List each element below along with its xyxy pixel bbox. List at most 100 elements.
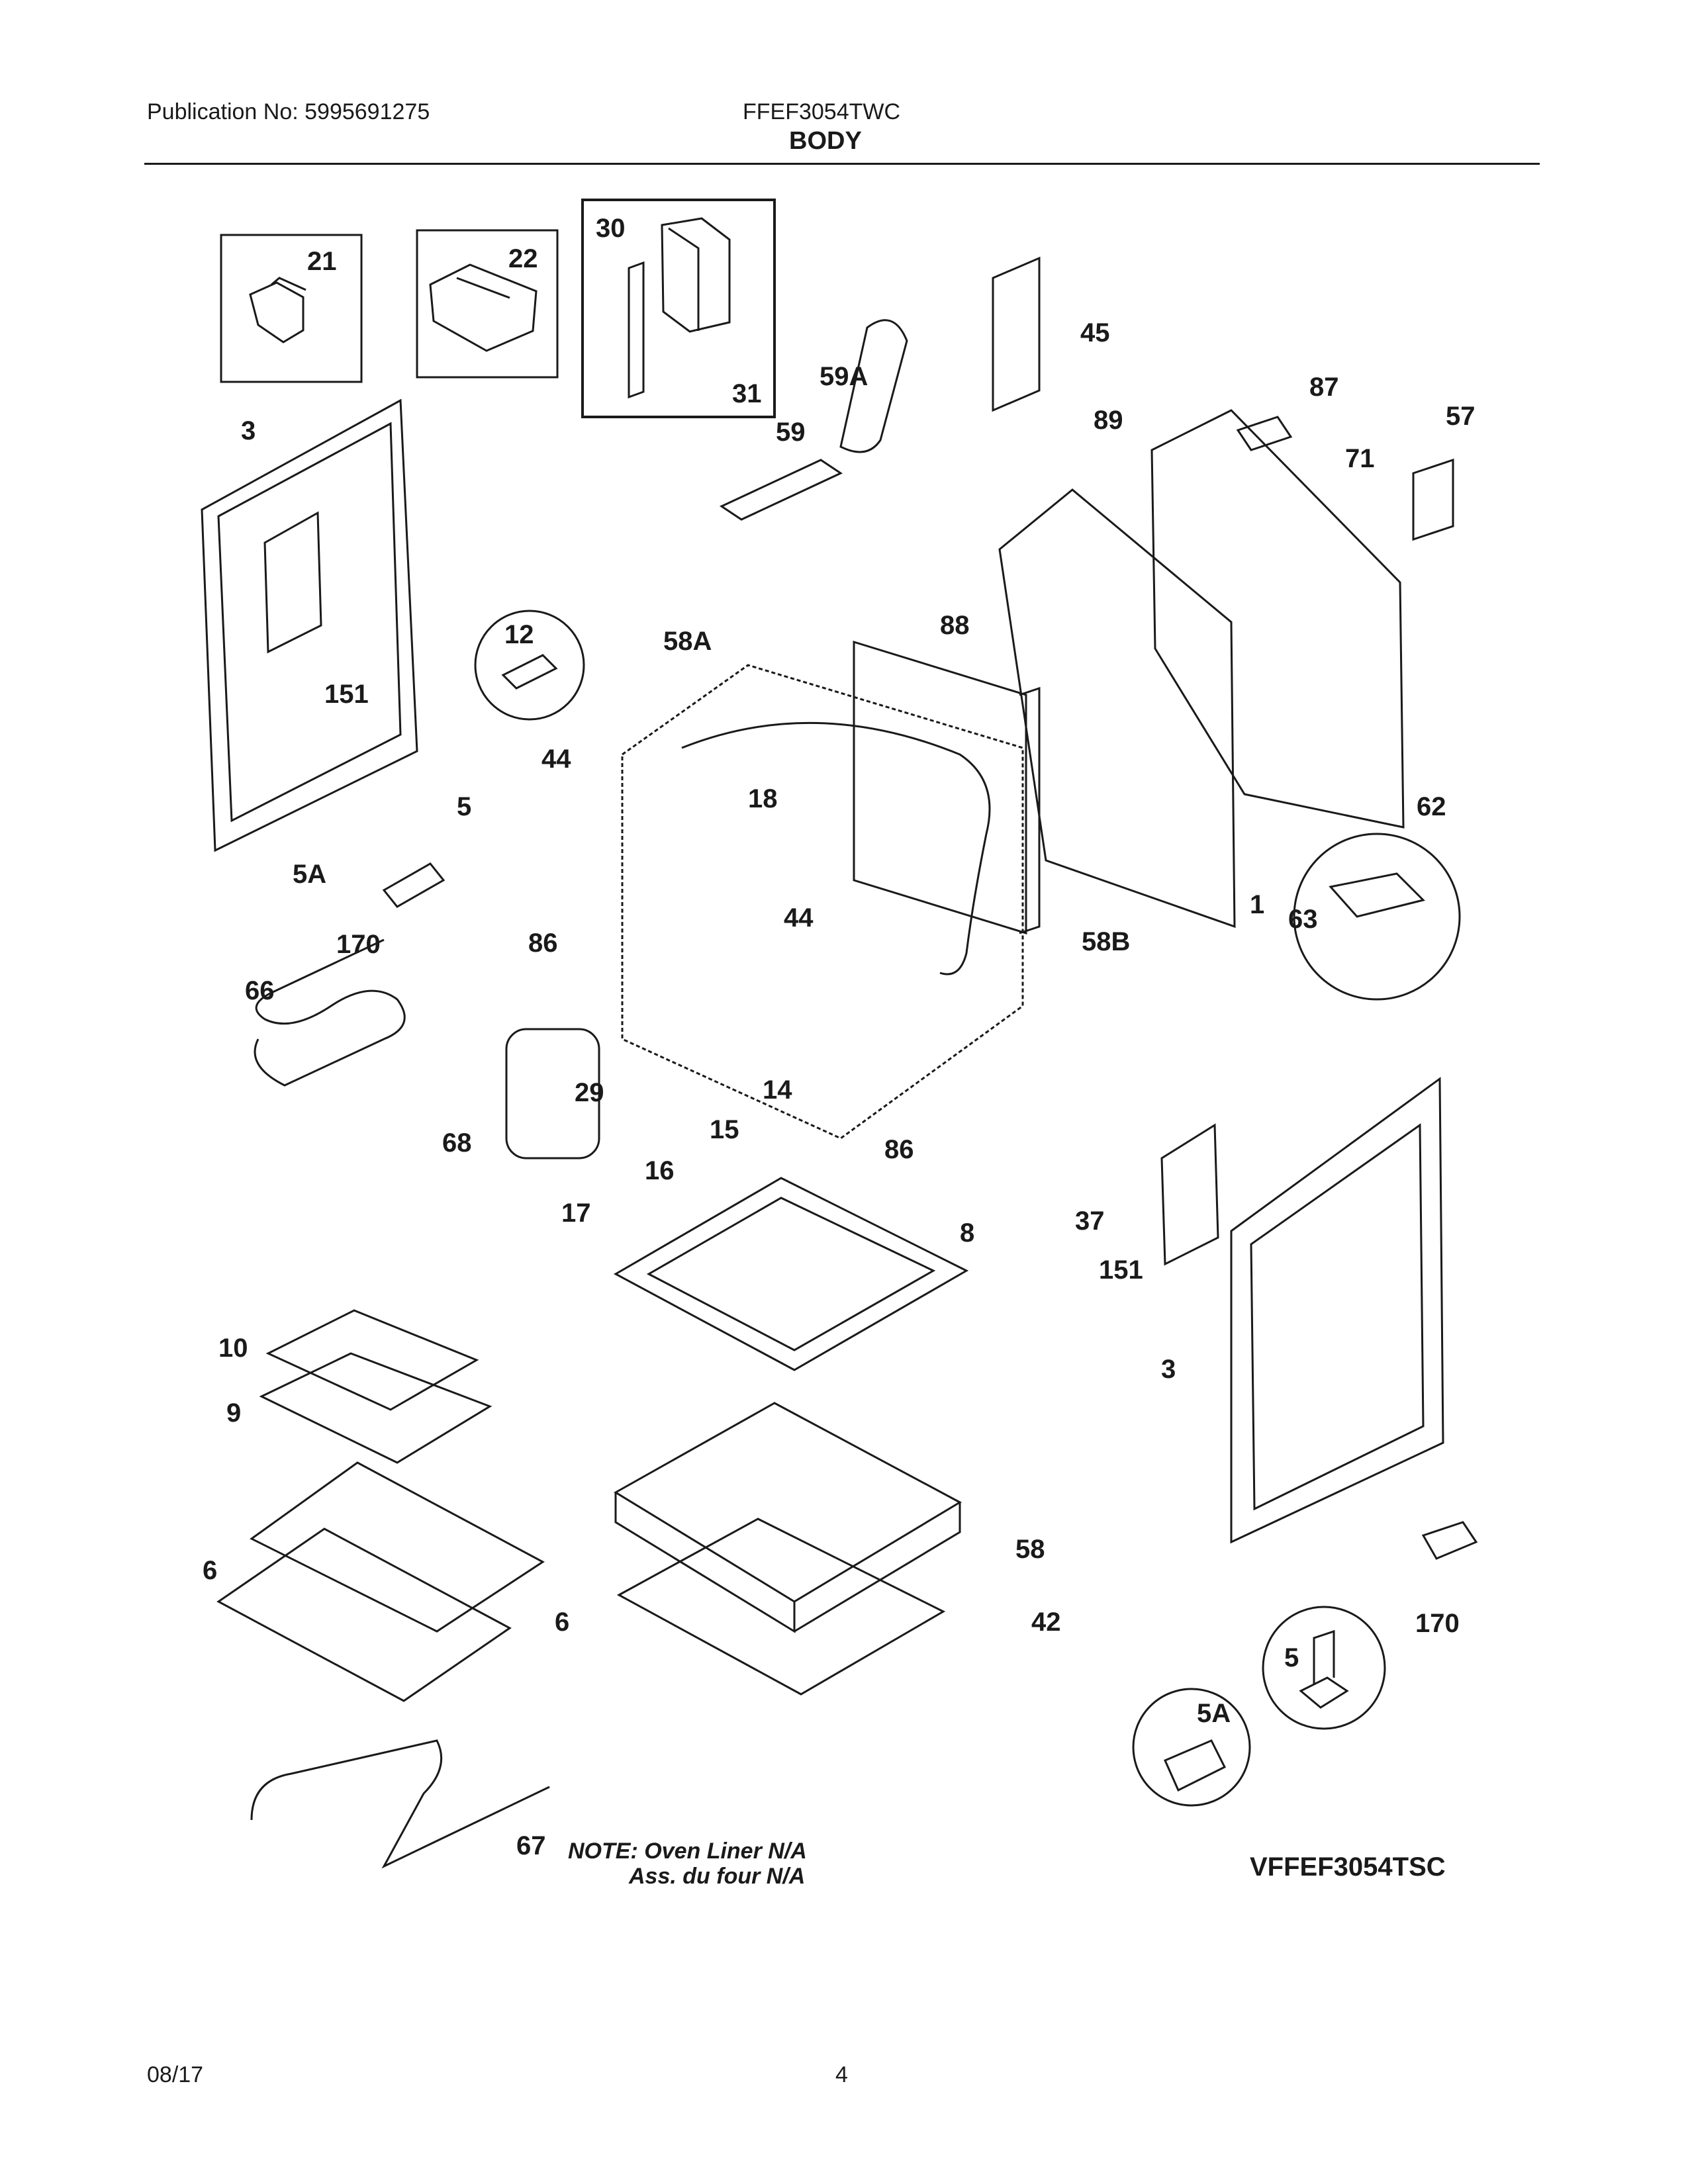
oven-rack-lower: [216, 1527, 512, 1702]
duct-59A: [839, 319, 908, 453]
callout-170-upper: 170: [336, 930, 381, 959]
callout-37: 37: [1075, 1206, 1105, 1236]
callout-58B: 58B: [1082, 927, 1130, 956]
insulation-58: [614, 1402, 962, 1633]
callout-30: 30: [596, 214, 626, 243]
section-title: BODY: [789, 127, 862, 155]
duct-59: [719, 459, 843, 521]
callout-151-left: 151: [324, 680, 369, 709]
callout-21: 21: [307, 247, 337, 276]
header-rule: [144, 163, 1540, 165]
inset-box-30: [581, 199, 776, 418]
callout-44-lower: 44: [784, 903, 814, 933]
callout-6-left: 6: [203, 1556, 217, 1585]
callout-5-lower: 5: [1284, 1643, 1299, 1672]
callout-88: 88: [940, 611, 970, 640]
variant-model-label: VFFEF3054TSC: [1250, 1852, 1446, 1882]
side-bracket-151-right: [1160, 1123, 1219, 1266]
part-22: [429, 263, 538, 352]
callout-45: 45: [1080, 318, 1110, 347]
page-number: 4: [835, 2062, 848, 2087]
part-30: [661, 217, 731, 333]
callout-31: 31: [732, 379, 762, 408]
oven-rack-upper: [250, 1461, 545, 1633]
model-number: FFEF3054TWC: [743, 99, 901, 124]
grille-57: [1412, 458, 1454, 541]
bracket-87: [1236, 416, 1293, 451]
bottom-panel-42: [616, 1518, 946, 1696]
note-line-1: NOTE: Oven Liner N/A: [568, 1839, 807, 1864]
vent-45: [992, 256, 1041, 412]
callout-14: 14: [763, 1075, 792, 1105]
callout-86-left: 86: [528, 929, 558, 958]
part-21: [249, 277, 306, 343]
sensor-12: [501, 654, 558, 690]
bottom-tray-8: [613, 1177, 969, 1371]
callout-6-right: 6: [555, 1608, 569, 1637]
side-panel-left: [201, 398, 418, 852]
callout-58A: 58A: [663, 627, 712, 656]
side-bracket-151: [263, 511, 322, 654]
callout-22: 22: [508, 244, 538, 273]
callout-89: 89: [1094, 406, 1123, 435]
bake-element-67: [250, 1739, 550, 1869]
callout-42: 42: [1031, 1608, 1061, 1637]
rear-panel-71: [1150, 409, 1405, 829]
insulation-wrap-58A: [681, 721, 991, 976]
callout-5A-lower: 5A: [1197, 1699, 1231, 1728]
callout-12: 12: [504, 620, 534, 649]
inset-circle-5A: [1132, 1688, 1251, 1807]
callout-87: 87: [1309, 373, 1339, 402]
oven-cavity: [621, 664, 1024, 1140]
callout-15: 15: [710, 1115, 739, 1144]
callout-5A-upper: 5A: [293, 860, 326, 889]
callout-9: 9: [226, 1398, 241, 1428]
leveler-bracket-170-left: [382, 862, 445, 908]
terminal-block: [1329, 872, 1425, 918]
leveler-5A: [1164, 1739, 1227, 1792]
callout-44-upper: 44: [541, 745, 571, 774]
publication-number: Publication No: 5995691275: [147, 99, 430, 124]
callout-59: 59: [776, 418, 806, 447]
callout-58: 58: [1015, 1535, 1045, 1564]
callout-29: 29: [575, 1078, 604, 1107]
callout-57: 57: [1446, 402, 1476, 431]
note-line-2: Ass. du four N/A: [628, 1864, 805, 1889]
callout-17: 17: [561, 1199, 591, 1228]
leveler-bracket-170: [1421, 1521, 1478, 1560]
callout-66: 66: [245, 976, 275, 1005]
inset-circle-5: [1262, 1606, 1386, 1730]
callout-3: 3: [241, 416, 256, 445]
callout-8: 8: [960, 1218, 974, 1248]
broiler-grid-10: [265, 1309, 479, 1411]
callout-10: 10: [218, 1334, 248, 1363]
inset-box-22: [416, 229, 559, 379]
callout-151-right: 151: [1099, 1255, 1143, 1285]
callout-63: 63: [1288, 905, 1318, 934]
part-31: [628, 261, 645, 399]
callout-18: 18: [748, 784, 778, 813]
callout-67: 67: [516, 1831, 546, 1860]
leveler-5: [1299, 1629, 1349, 1709]
broil-element-66: [254, 938, 406, 1087]
callout-71: 71: [1345, 444, 1375, 473]
callout-170-lower: 170: [1415, 1609, 1460, 1638]
callout-5-upper: 5: [457, 792, 471, 821]
inset-box-21: [220, 234, 363, 383]
inset-circle-62: [1293, 833, 1461, 1001]
callout-59A: 59A: [820, 362, 868, 391]
callout-68: 68: [442, 1128, 472, 1158]
publication-date: 08/17: [147, 2062, 204, 2087]
back-panel-1: [998, 488, 1236, 929]
inset-circle-12: [474, 610, 585, 721]
callout-62: 62: [1417, 792, 1446, 821]
callout-3-right: 3: [1161, 1355, 1176, 1384]
callout-86-right: 86: [884, 1135, 914, 1164]
insulation-58B: [853, 640, 1041, 935]
broiler-pan-9: [259, 1352, 492, 1464]
callout-16: 16: [645, 1156, 675, 1185]
side-panel-right: [1230, 1077, 1444, 1544]
callout-1: 1: [1250, 890, 1264, 919]
inset-box-29: [505, 1028, 600, 1160]
